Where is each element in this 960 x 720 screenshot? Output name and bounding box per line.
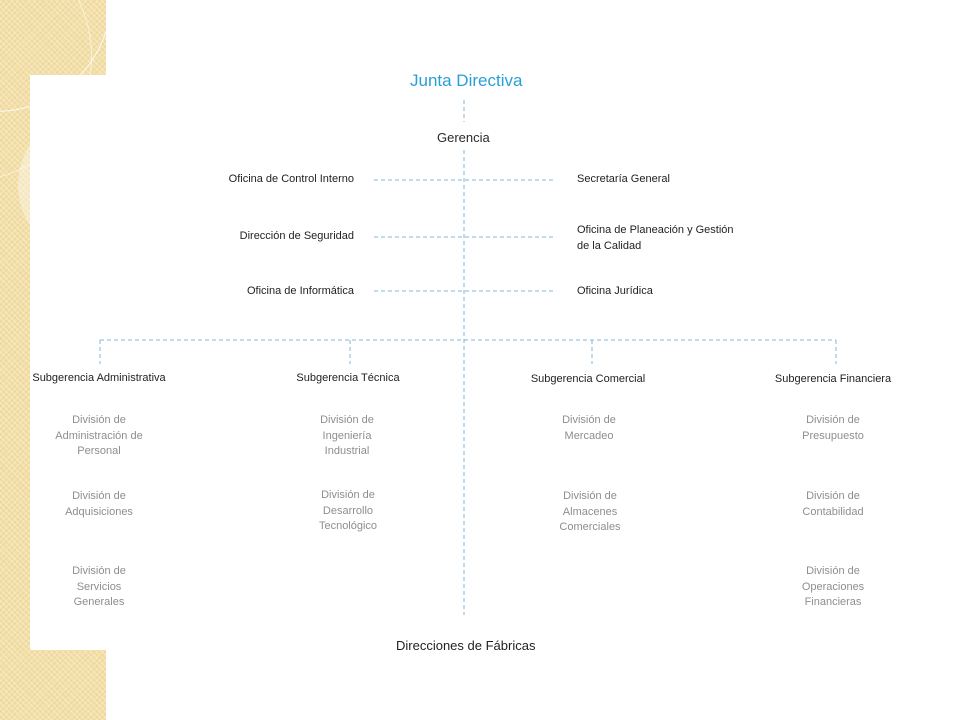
node-staff-left: Dirección de Seguridad [239, 230, 354, 242]
node-subgerencia: Subgerencia Financiera [774, 373, 892, 385]
node-subgerencia: Subgerencia Administrativa [32, 372, 166, 384]
node-division: División de Operaciones Financieras [801, 565, 865, 608]
node-direcciones-fabricas: Direcciones de Fábricas [396, 638, 536, 653]
node-staff-left: Oficina de Informática [247, 285, 354, 297]
node-division: División de Servicios Generales [72, 565, 126, 608]
node-division: División de Adquisiciones [65, 490, 133, 518]
node-division: División de Presupuesto [802, 414, 864, 442]
node-gerencia: Gerencia [437, 130, 490, 145]
node-staff-right: Oficina de Planeación y Gestión de la Ca… [577, 224, 734, 252]
node-division: División de Mercadeo [562, 414, 616, 442]
node-subgerencia: Subgerencia Comercial [530, 373, 646, 385]
node-staff-left: Oficina de Control Interno [228, 173, 354, 185]
node-division: División de Desarrollo Tecnológico [318, 489, 378, 532]
node-junta-directiva: Junta Directiva [410, 71, 523, 90]
node-staff-right: Secretaría General [577, 173, 670, 185]
node-division: División de Almacenes Comerciales [559, 490, 621, 533]
node-division: División de Contabilidad [802, 490, 864, 518]
node-subgerencia: Subgerencia Técnica [296, 372, 400, 384]
node-division: División de Ingeniería Industrial [320, 414, 374, 457]
node-division: División de Administración de Personal [55, 414, 143, 457]
node-staff-right: Oficina Jurídica [577, 285, 653, 297]
org-chart-panel [30, 75, 960, 650]
